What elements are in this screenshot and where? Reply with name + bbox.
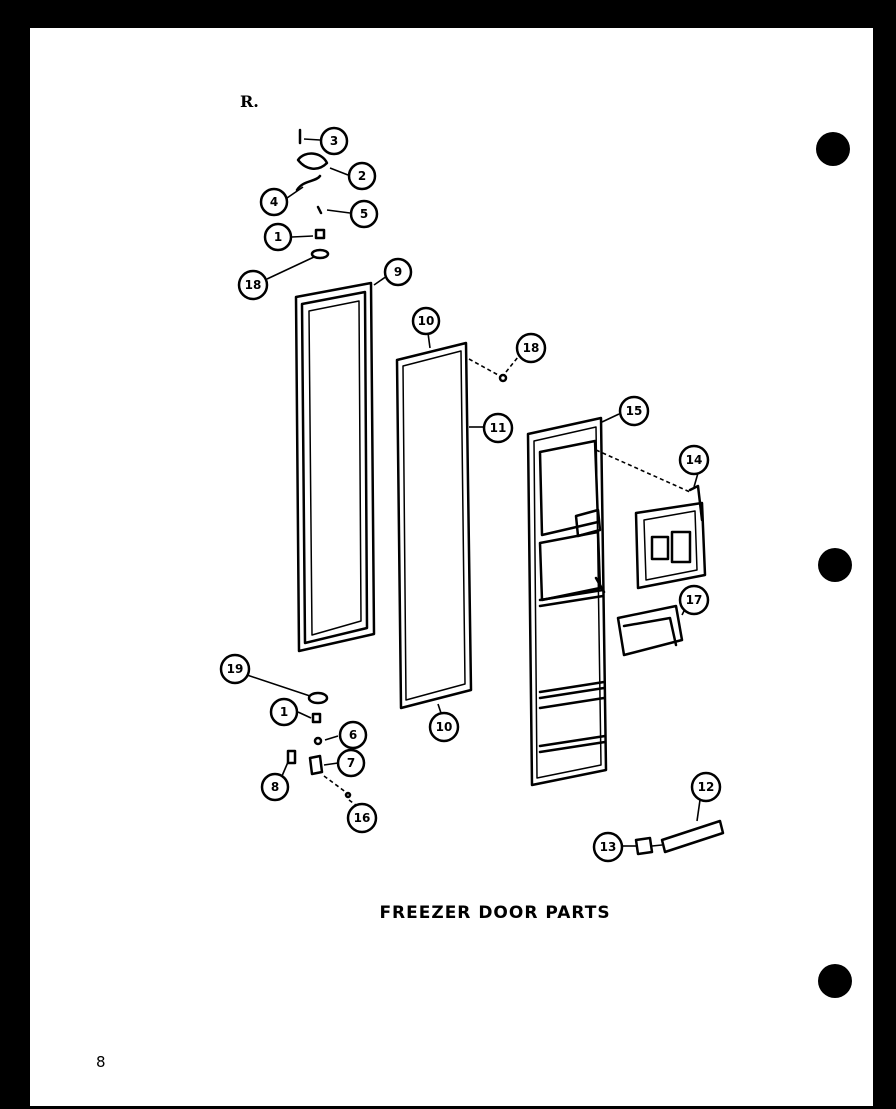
callout-17: 17 <box>678 584 710 616</box>
binder-hole-top <box>816 132 850 166</box>
screw-part-18 <box>498 373 508 383</box>
svg-text:2: 2 <box>358 169 366 183</box>
svg-text:19: 19 <box>227 662 244 676</box>
page-number: 8 <box>96 1053 106 1071</box>
callout-18-right: 18 <box>515 332 547 364</box>
svg-text:18: 18 <box>245 278 262 292</box>
clip-part-13 <box>634 836 654 856</box>
callout-11: 11 <box>482 412 514 444</box>
callout-13: 13 <box>592 831 624 863</box>
callout-10-bottom: 10 <box>428 711 460 743</box>
paper-sheet <box>30 28 873 1106</box>
binder-hole-bottom <box>818 964 852 998</box>
svg-text:16: 16 <box>354 811 371 825</box>
callout-9: 9 <box>383 257 413 287</box>
top-hinge-hardware <box>295 128 330 260</box>
callout-19: 19 <box>219 653 251 685</box>
binder-hole-middle <box>818 548 852 582</box>
svg-text:5: 5 <box>360 207 368 221</box>
svg-text:18: 18 <box>523 341 540 355</box>
svg-text:4: 4 <box>270 195 278 209</box>
callout-8: 8 <box>260 772 290 802</box>
callout-16: 16 <box>346 802 378 834</box>
callout-2: 2 <box>347 161 377 191</box>
svg-text:11: 11 <box>490 421 507 435</box>
callout-3: 3 <box>319 126 349 156</box>
svg-text:3: 3 <box>330 134 338 148</box>
svg-text:13: 13 <box>600 840 617 854</box>
svg-text:8: 8 <box>271 780 279 794</box>
svg-text:12: 12 <box>698 780 715 794</box>
svg-text:1: 1 <box>274 230 282 244</box>
callout-1-top: 1 <box>263 222 293 252</box>
ice-bucket-part-17 <box>616 604 684 657</box>
diagram-caption: FREEZER DOOR PARTS <box>379 903 611 923</box>
svg-text:7: 7 <box>347 756 355 770</box>
callout-10-top: 10 <box>411 306 441 336</box>
callout-18-top: 18 <box>237 269 269 301</box>
callout-1-bottom: 1 <box>269 697 299 727</box>
callout-14: 14 <box>678 444 710 476</box>
callout-12: 12 <box>690 771 722 803</box>
callout-6: 6 <box>338 720 368 750</box>
svg-text:10: 10 <box>418 314 435 328</box>
svg-text:15: 15 <box>626 404 643 418</box>
svg-text:1: 1 <box>280 705 288 719</box>
svg-text:17: 17 <box>686 593 703 607</box>
svg-text:9: 9 <box>394 265 402 279</box>
svg-text:14: 14 <box>686 453 703 467</box>
stray-mark: R. <box>240 92 259 111</box>
svg-text:6: 6 <box>349 728 357 742</box>
dispenser-module-part-14 <box>634 484 707 590</box>
door-liner-part-11 <box>395 341 473 710</box>
callout-7: 7 <box>336 748 366 778</box>
callout-5: 5 <box>349 199 379 229</box>
svg-text:10: 10 <box>436 720 453 734</box>
bottom-hinge-hardware <box>286 691 352 799</box>
door-gasket-part-9 <box>294 281 376 653</box>
trim-bar-part-12 <box>660 819 725 854</box>
inner-door-panel <box>526 416 608 787</box>
callout-4: 4 <box>259 187 289 217</box>
callout-15: 15 <box>618 395 650 427</box>
